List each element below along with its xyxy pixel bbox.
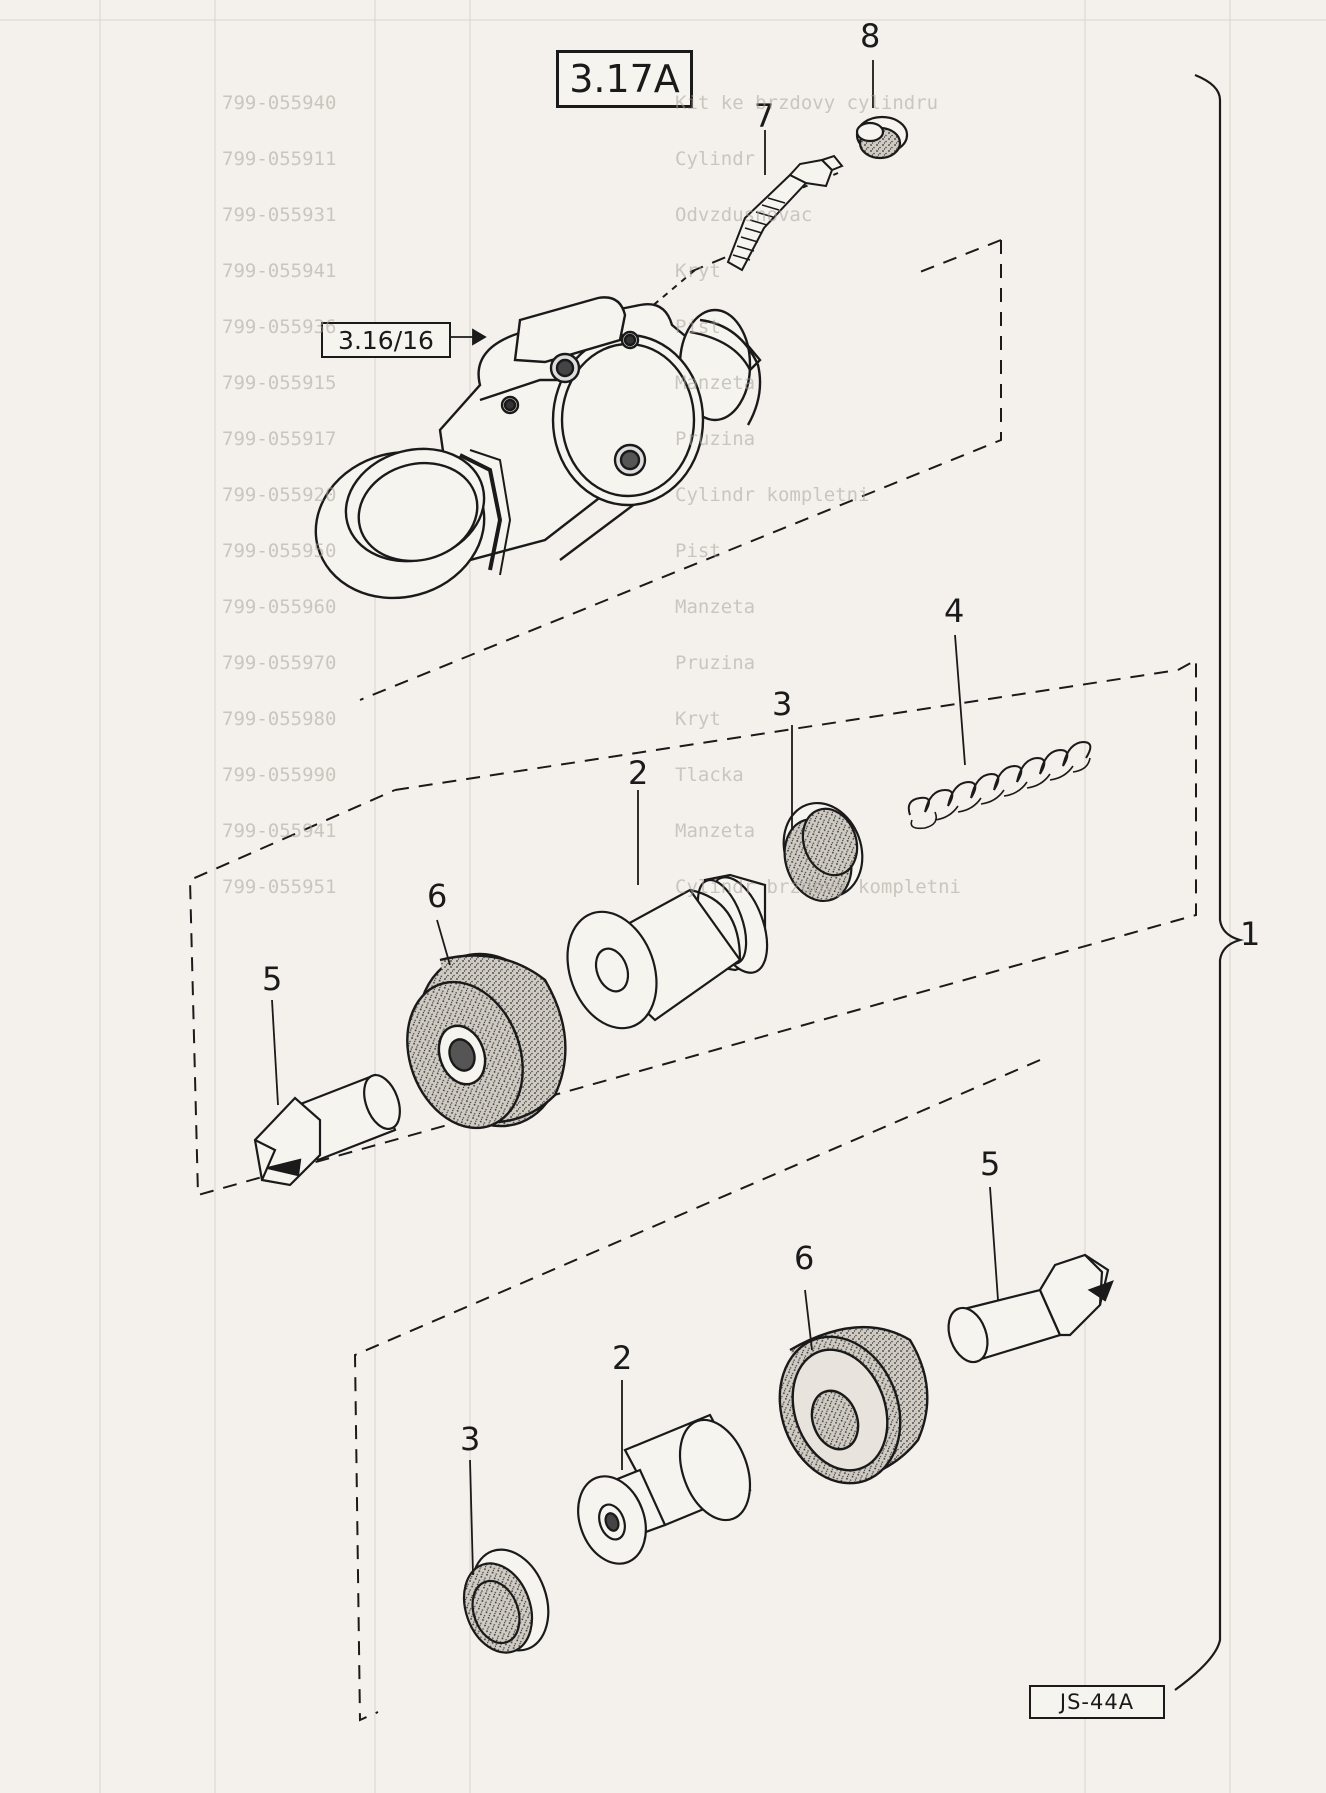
background-part-code: 799-055970 bbox=[222, 652, 337, 674]
tappet-lower-part bbox=[947, 1253, 1114, 1364]
callout-tappet-upper: 5 bbox=[262, 960, 283, 998]
tappet-upper-part bbox=[253, 1073, 401, 1187]
upper-internals-outline bbox=[188, 658, 1197, 1197]
background-part-code: 799-055911 bbox=[222, 148, 337, 170]
background-part-code: 799-055950 bbox=[222, 540, 337, 562]
background-part-code: 799-055941 bbox=[222, 260, 337, 282]
boot-lower-part bbox=[778, 1325, 929, 1485]
background-part-name: Manzeta bbox=[675, 372, 756, 394]
callout-boot-lower: 6 bbox=[794, 1239, 815, 1277]
background-part-code: 799-055951 bbox=[222, 876, 337, 898]
piston-upper-part bbox=[566, 873, 769, 1030]
callout-bleed-cap: 8 bbox=[860, 17, 881, 55]
assembly-bracket bbox=[1174, 73, 1245, 1691]
callout-piston-upper: 2 bbox=[628, 754, 649, 792]
background-part-name: Pruzina bbox=[675, 428, 756, 450]
background-part-name: Kryt bbox=[675, 260, 721, 282]
seal-upper-part bbox=[782, 801, 864, 903]
background-part-code: 799-055980 bbox=[222, 708, 337, 730]
callout-seal-lower: 3 bbox=[460, 1420, 481, 1458]
background-part-name: Cylindr brzdovy kompletni bbox=[675, 876, 961, 898]
background-part-code: 799-055920 bbox=[222, 484, 337, 506]
callout-seal-upper: 3 bbox=[772, 685, 793, 723]
background-part-code: 799-055931 bbox=[222, 204, 337, 226]
background-part-name: Manzeta bbox=[675, 596, 756, 618]
background-part-name: Tlacka bbox=[675, 764, 744, 786]
background-part-name: Pruzina bbox=[675, 652, 756, 674]
cylinder-group-outline bbox=[359, 240, 1002, 701]
callout-bleed-screw: 7 bbox=[754, 97, 775, 135]
spring-part bbox=[907, 740, 1092, 830]
boot-upper-part bbox=[406, 952, 567, 1130]
bleed-screw-part bbox=[726, 154, 844, 272]
background-part-code: 799-055990 bbox=[222, 764, 337, 786]
background-part-code: 799-055917 bbox=[222, 428, 337, 450]
background-part-code: 799-055915 bbox=[222, 372, 337, 394]
background-part-name: Manzeta bbox=[675, 820, 756, 842]
cylinder-housing-part bbox=[314, 296, 762, 600]
background-part-name: Kryt bbox=[675, 708, 721, 730]
leader-lines bbox=[271, 60, 999, 1576]
background-part-name: Kit ke brzdovy cylindru bbox=[675, 92, 939, 114]
callout-assembly: 1 bbox=[1240, 915, 1261, 953]
piston-lower-part bbox=[577, 1413, 752, 1565]
lower-internals-outline bbox=[353, 1059, 1041, 1722]
background-part-name: Cylindr bbox=[675, 148, 756, 170]
callout-spring: 4 bbox=[944, 592, 965, 630]
background-part-name: Pist bbox=[675, 316, 721, 338]
background-part-name: Pist bbox=[675, 540, 721, 562]
background-part-code: 799-055940 bbox=[222, 92, 337, 114]
background-part-code: 799-055941 bbox=[222, 820, 337, 842]
figure-title: 3.17A bbox=[556, 50, 693, 108]
background-part-name: Odvzdusnovac bbox=[675, 204, 813, 226]
callout-tappet-lower: 5 bbox=[980, 1145, 1001, 1183]
dashed-group-outlines bbox=[188, 172, 1197, 1722]
bleed-cap-part bbox=[855, 115, 909, 160]
seal-lower-part bbox=[462, 1548, 550, 1654]
background-part-code: 799-055936 bbox=[222, 316, 337, 338]
background-part-name: Cylindr kompletni bbox=[675, 484, 870, 506]
reference-figure-label: 3.16/16 bbox=[321, 322, 451, 358]
callout-piston-lower: 2 bbox=[612, 1339, 633, 1377]
background-part-code: 799-055960 bbox=[222, 596, 337, 618]
drawing-code-label: JS-44A bbox=[1029, 1685, 1165, 1719]
callout-boot-upper: 6 bbox=[427, 877, 448, 915]
